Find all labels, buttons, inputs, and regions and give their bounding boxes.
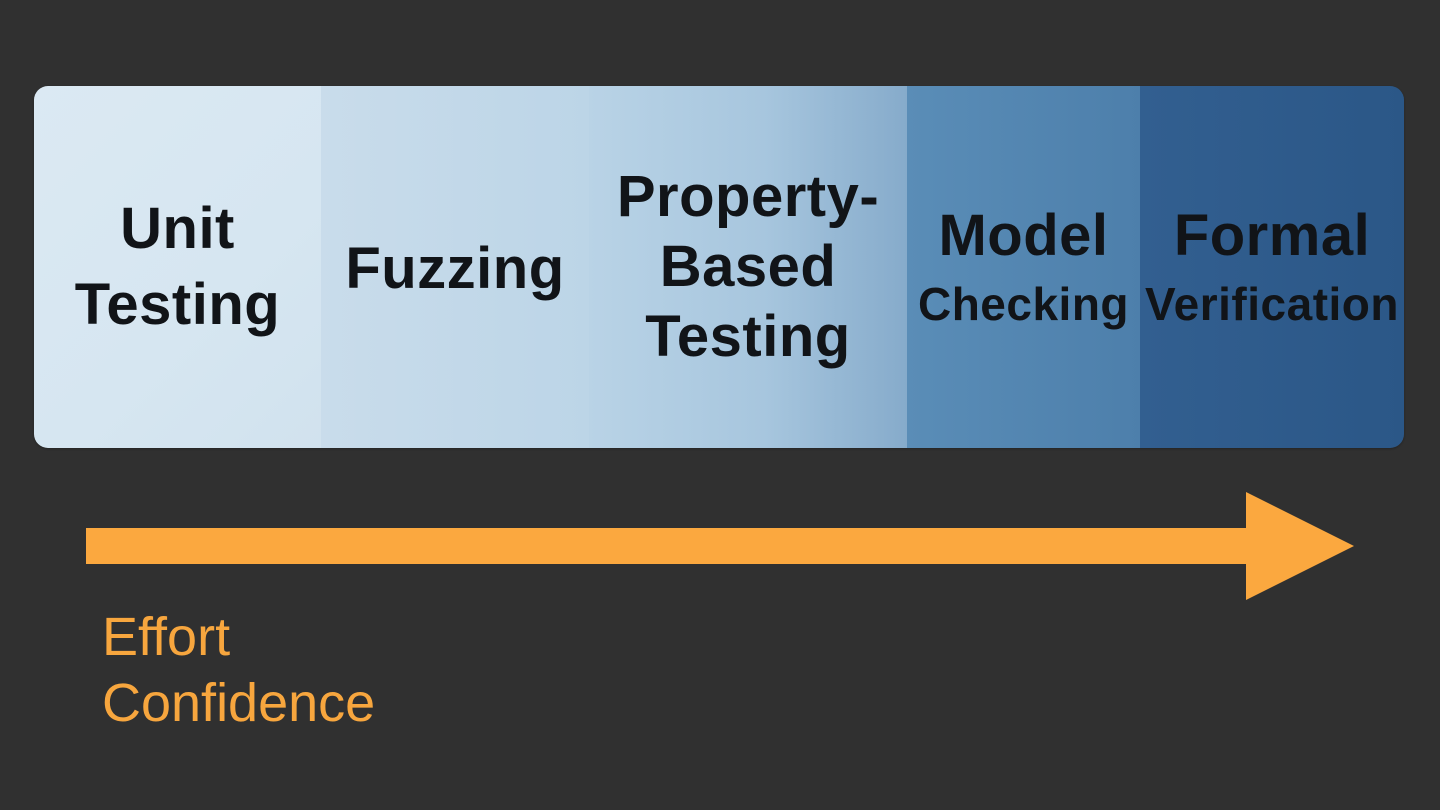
stage-label: Verification xyxy=(1145,278,1399,330)
arrow-icon xyxy=(86,492,1354,600)
stage-fuzzing: Fuzzing xyxy=(321,86,589,448)
stage-unit-testing: Unit Testing xyxy=(34,86,321,448)
axis-caption: Effort Confidence xyxy=(102,604,375,736)
stage-model-checking: Model Checking xyxy=(907,86,1140,448)
stage-label: Fuzzing xyxy=(345,236,565,301)
stage-label: Property- xyxy=(616,164,880,229)
stage-label: Unit xyxy=(120,196,235,261)
stage-label: Checking xyxy=(917,278,1130,330)
testing-spectrum-bar: Unit Testing Fuzzing Property- Based Tes… xyxy=(34,86,1404,448)
effort-confidence-arrow xyxy=(86,492,1354,600)
stage-label: Model xyxy=(938,203,1109,268)
stage-property-based-testing: Property- Based Testing xyxy=(589,86,907,448)
stage-label: Testing xyxy=(74,272,281,337)
stage-label: Testing xyxy=(645,304,851,369)
effort-label: Effort xyxy=(102,607,231,667)
stage-label: Formal xyxy=(1173,203,1371,268)
confidence-label: Confidence xyxy=(102,673,376,733)
stage-formal-verification: Formal Verification xyxy=(1140,86,1404,448)
stage-label: Based xyxy=(659,234,837,299)
